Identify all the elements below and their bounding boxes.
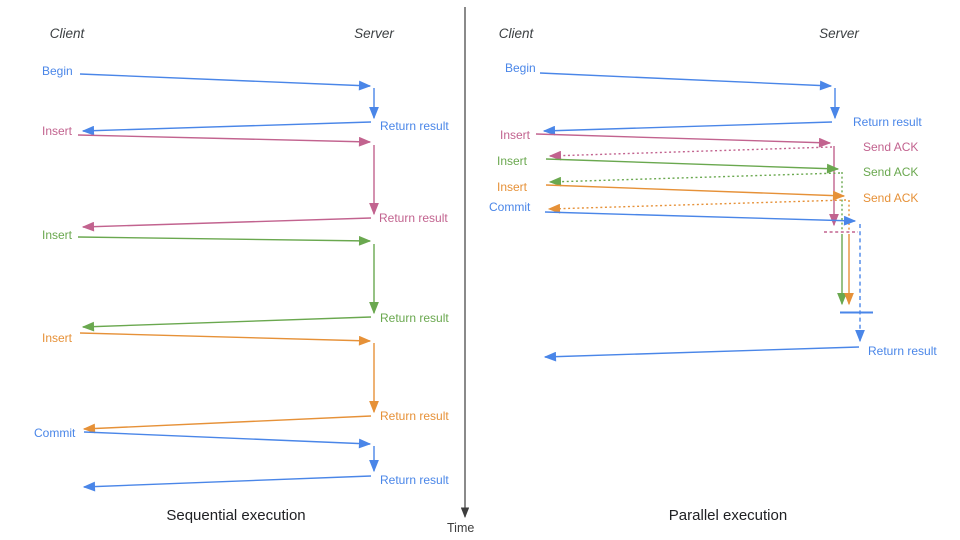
response-arrow	[82, 415, 372, 434]
ack-arrow	[547, 199, 847, 214]
client-heading: Client	[50, 26, 86, 41]
server-heading: Server	[819, 26, 859, 41]
op-label: Insert	[500, 128, 531, 142]
op-commit: Commit Return result	[34, 426, 449, 492]
request-arrow	[77, 235, 372, 246]
op-insert-1: Insert Send ACK	[500, 128, 918, 233]
response-arrow	[81, 121, 372, 136]
response-label: Send ACK	[863, 191, 918, 205]
op-label: Commit	[489, 200, 531, 214]
op-label: Insert	[42, 228, 73, 242]
op-begin: Begin Return result	[42, 64, 449, 136]
op-label: Begin	[505, 61, 536, 75]
request-arrow	[539, 72, 833, 91]
op-label: Commit	[34, 426, 76, 440]
response-arrow	[543, 346, 860, 362]
response-label: Send ACK	[863, 140, 918, 154]
op-insert-3: Insert Send ACK	[497, 180, 918, 306]
op-label: Insert	[42, 124, 73, 138]
op-insert-2: Insert Return result	[42, 228, 449, 332]
time-axis: Time	[447, 7, 474, 535]
ack-arrow	[548, 146, 833, 161]
op-insert-3: Insert Return result	[42, 331, 449, 434]
response-label: Return result	[380, 311, 449, 325]
response-label: Return result	[380, 119, 449, 133]
ack-arrow	[548, 172, 841, 187]
response-label: Send ACK	[863, 165, 918, 179]
response-label: Return result	[379, 211, 448, 225]
response-label: Return result	[853, 115, 922, 129]
panel-caption: Sequential execution	[166, 507, 305, 524]
op-commit: Commit Return result	[489, 200, 937, 362]
request-arrow	[79, 332, 372, 346]
response-arrow	[542, 121, 833, 136]
op-insert-2: Insert Send ACK	[497, 154, 918, 306]
panel-caption: Parallel execution	[669, 507, 787, 524]
response-label: Return result	[380, 409, 449, 423]
client-heading: Client	[499, 26, 535, 41]
server-heading: Server	[354, 26, 394, 41]
request-arrow	[545, 184, 846, 201]
op-label: Insert	[42, 331, 73, 345]
request-arrow	[535, 133, 832, 148]
response-arrow	[81, 316, 372, 332]
response-arrow	[82, 475, 372, 492]
op-label: Begin	[42, 64, 73, 78]
op-begin: Begin Return result	[505, 61, 922, 136]
request-arrow	[544, 211, 857, 226]
op-insert-1: Insert Return result	[42, 124, 448, 232]
response-arrow	[81, 217, 372, 232]
panel-sequential: Client Server Begin Return result Insert…	[34, 26, 449, 524]
op-label: Insert	[497, 154, 528, 168]
request-arrow	[83, 431, 372, 449]
op-label: Insert	[497, 180, 528, 194]
response-label: Return result	[380, 473, 449, 487]
panel-parallel: Client Server Begin Return result Insert…	[489, 26, 937, 524]
response-label: Return result	[868, 344, 937, 358]
time-axis-label: Time	[447, 521, 474, 535]
request-arrow	[79, 73, 372, 91]
request-arrow	[77, 134, 372, 147]
request-arrow	[545, 158, 840, 174]
